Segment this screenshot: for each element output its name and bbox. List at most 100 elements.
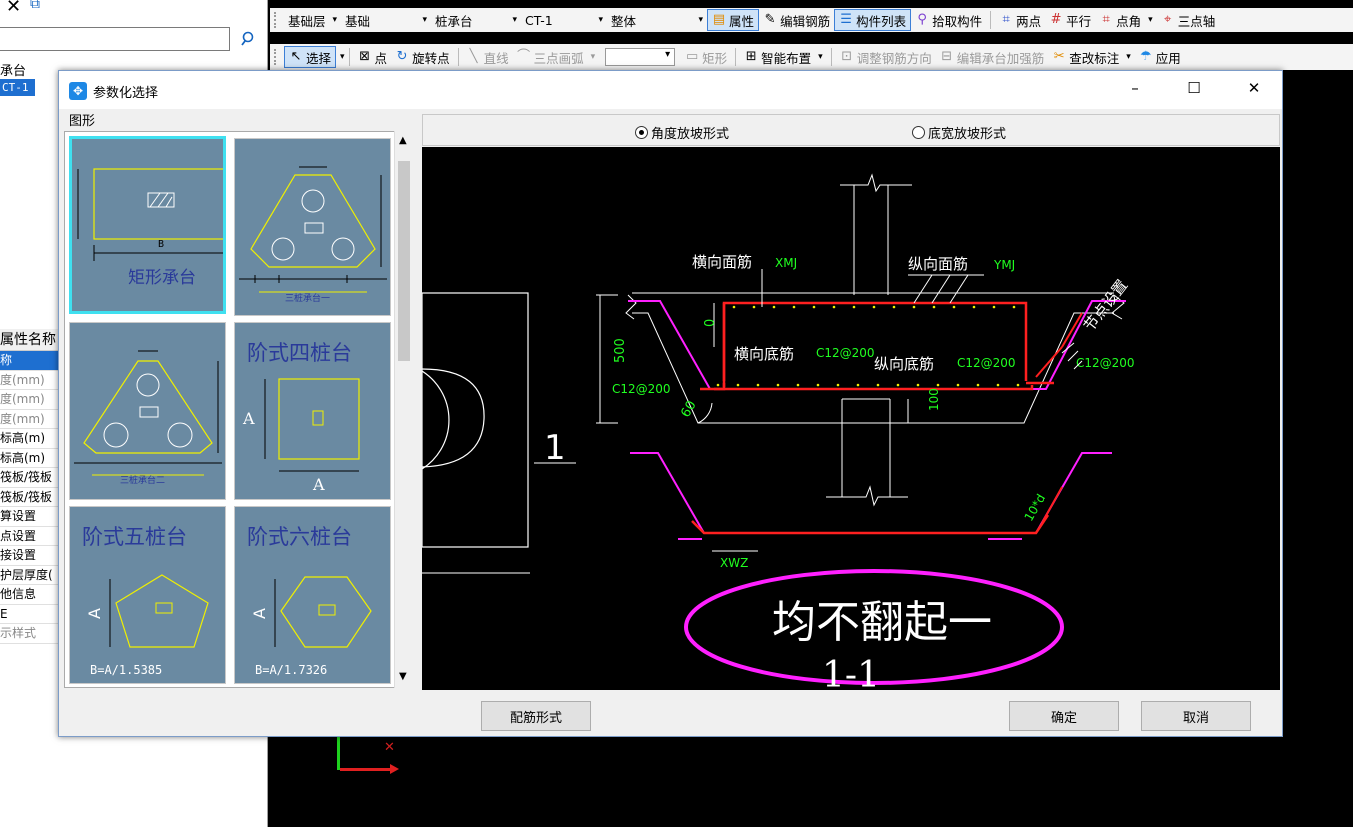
search-input[interactable]	[0, 27, 230, 51]
adjust-direction-label: 调整钢筋方向	[856, 50, 932, 66]
dim-0: 0	[703, 319, 718, 327]
label-side-right: C12@200	[1076, 356, 1135, 370]
x-axis-arrow-icon	[390, 764, 399, 774]
step-four-pile-diagram	[264, 378, 360, 472]
shape-group-label: 图形	[69, 114, 96, 129]
three-point-axis-button[interactable]: ⌖三点轴	[1157, 9, 1220, 31]
pick-component-label: 拾取构件	[932, 13, 983, 29]
edit-rebar-button[interactable]: ✎编辑钢筋	[759, 9, 834, 31]
gallery-scrollbar[interactable]: ▲ ▼	[394, 131, 412, 688]
tile-step-five-pile[interactable]: 阶式五桩台 A B=A/1.5385	[69, 506, 226, 684]
parallel-label: 平行	[1066, 13, 1092, 29]
apply-icon: ☂	[1139, 49, 1152, 64]
toolbar-draw: ↖选择 ▾ ⊠点 ↻旋转点 ╲直线 ⌒三点画弧▾ ▭矩形 ⊞智能布置▾ ⊡调整钢…	[270, 44, 1353, 70]
category-select-label: 基础	[345, 13, 371, 29]
rotate-point-button[interactable]: ↻旋转点	[391, 46, 454, 68]
chevron-down-icon: ▾	[512, 15, 518, 25]
component-list-label: 构件列表	[856, 13, 907, 29]
toolbar-grip[interactable]	[274, 12, 278, 28]
scroll-up-icon[interactable]: ▲	[399, 135, 407, 146]
rebar-form-button[interactable]: 配筋形式	[481, 701, 591, 731]
maximize-icon[interactable]: ☐	[1187, 79, 1201, 97]
point-button[interactable]: ⊠点	[354, 46, 392, 68]
rect-icon: ▭	[685, 49, 699, 64]
toolbar-separator	[990, 11, 992, 29]
property-name: 称	[0, 353, 13, 367]
change-label-button[interactable]: ✂查改标注▾	[1048, 46, 1135, 68]
annotation-note: 均不翻起一	[772, 597, 992, 648]
tile-label: 阶式六桩台	[247, 525, 352, 549]
draw-mode-select[interactable]	[605, 48, 676, 66]
step-five-pile-diagram: A	[85, 574, 209, 648]
select-button[interactable]: ↖选择	[284, 46, 337, 68]
cancel-button[interactable]: 取消	[1141, 701, 1251, 731]
pick-component-button[interactable]: ⚲拾取构件	[911, 9, 986, 31]
apply-label: 应用	[1155, 50, 1181, 66]
ok-button[interactable]: 确定	[1009, 701, 1119, 731]
type-select[interactable]: 桩承台▾	[431, 9, 521, 31]
tree-item-ct1[interactable]: CT-1	[0, 79, 35, 96]
adjust-direction-button[interactable]: ⊡调整钢筋方向	[836, 46, 936, 68]
parametric-select-dialog: ✥ 参数化选择 – ☐ ✕ 图形 B 矩形承台	[58, 70, 1283, 737]
step-six-pile-diagram: A	[250, 576, 372, 648]
property-name: 他信息	[0, 587, 37, 601]
tile-step-four-pile[interactable]: 阶式四桩台 A A	[234, 322, 391, 500]
copy-icon[interactable]: ⧉	[30, 0, 40, 12]
property-name: 示样式	[0, 626, 37, 640]
attribute-icon: ▤	[712, 12, 726, 27]
line-button[interactable]: ╲直线	[463, 46, 513, 68]
pile-cap-section-drawing: 1	[422, 173, 1135, 690]
scroll-down-icon[interactable]: ▼	[399, 671, 407, 682]
tile-three-pile-2[interactable]: 三桩承台二	[69, 322, 226, 500]
edit-reinforce-icon: ⊟	[941, 49, 953, 64]
search-icon[interactable]	[236, 27, 262, 51]
attribute-button[interactable]: ▤属性	[707, 9, 760, 31]
line-label: 直线	[483, 50, 509, 66]
chevron-down-icon: ▾	[422, 15, 428, 25]
chevron-down-icon: ▾	[1148, 15, 1153, 25]
adjust-icon: ⊡	[841, 49, 853, 64]
point-angle-button[interactable]: ⌗点角▾	[1095, 9, 1157, 31]
tile-step-six-pile[interactable]: 阶式六桩台 A B=A/1.7326	[234, 506, 391, 684]
radio-width-slope[interactable]: 底宽放坡形式	[912, 123, 1006, 142]
dim-angle-60: 60	[678, 398, 699, 420]
edit-reinforce-label: 编辑承台加强筋	[956, 50, 1045, 66]
label-bottom-y: 纵向底筋	[874, 355, 934, 373]
property-name: E	[0, 606, 8, 621]
chevron-down-icon: ▾	[598, 15, 604, 25]
scope-select[interactable]: 整体▾	[607, 9, 707, 31]
scrollbar-thumb[interactable]	[398, 161, 410, 361]
toolbar-separator	[830, 48, 832, 66]
component-select[interactable]: CT-1▾	[521, 9, 607, 31]
parallel-button[interactable]: # 平行	[1045, 9, 1095, 31]
three-pile-2-diagram	[74, 350, 222, 476]
axis-x-mark-icon: ✕	[384, 740, 395, 755]
property-name: 护层厚度(	[0, 567, 53, 582]
minimize-icon[interactable]: –	[1131, 79, 1139, 97]
toolbar-grip[interactable]	[274, 49, 278, 65]
two-points-button[interactable]: ⌗两点	[995, 9, 1045, 31]
section-drawing-canvas: 1	[422, 147, 1280, 690]
dialog-titlebar[interactable]: ✥ 参数化选择 – ☐ ✕	[59, 71, 1282, 109]
edit-reinforce-button[interactable]: ⊟编辑承台加强筋	[936, 46, 1049, 68]
category-select[interactable]: 基础 ▾	[341, 9, 431, 31]
apply-button[interactable]: ☂应用	[1135, 46, 1185, 68]
smart-layout-button[interactable]: ⊞智能布置▾	[740, 46, 827, 68]
tree-item-pile-cap[interactable]: 承台	[0, 64, 27, 79]
parallel-icon: #	[1050, 12, 1062, 27]
radio-angle-slope[interactable]: 角度放坡形式	[635, 123, 729, 142]
arc-button[interactable]: ⌒三点画弧▾	[513, 46, 600, 68]
tile-three-pile-1[interactable]: 三桩承台一	[234, 138, 391, 316]
chevron-down-icon[interactable]: ▾	[340, 52, 345, 62]
label-bottom-x: 横向底筋	[734, 345, 794, 363]
radio-width-label: 底宽放坡形式	[928, 127, 1007, 142]
close-icon[interactable]: ✕	[6, 0, 22, 17]
close-icon[interactable]: ✕	[1247, 79, 1261, 97]
component-list-button[interactable]: ☰构件列表	[834, 9, 912, 31]
rect-button[interactable]: ▭矩形	[681, 46, 731, 68]
floor-select[interactable]: 基础层▾	[284, 9, 341, 31]
dialog-button-bar: 配筋形式 确定 取消	[59, 693, 1282, 737]
three-point-icon: ⌖	[1164, 12, 1172, 27]
select-label: 选择	[306, 50, 332, 66]
tile-rect-cap[interactable]: B 矩形承台	[69, 136, 226, 314]
